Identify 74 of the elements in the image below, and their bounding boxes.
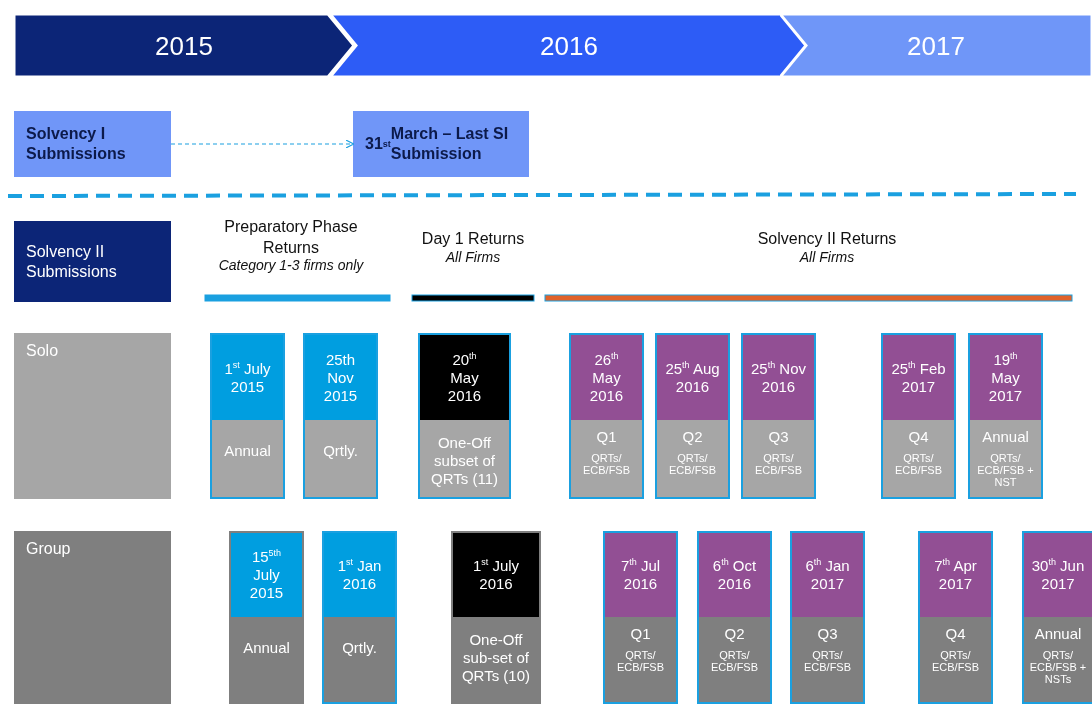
date-card: [322, 531, 397, 704]
return-scope-text: QRTs/ ECB/FSB: [802, 649, 853, 673]
date-card: [697, 531, 772, 704]
date-header: 1$^{st}$ Jan 2016: [324, 533, 395, 617]
phase-heading: Day 1 Returns: [420, 229, 526, 249]
date-card: [881, 333, 956, 499]
year-banner: [780, 14, 1092, 77]
return-type-text: Qrtly.: [341, 639, 378, 657]
return-type-text: Q3: [768, 428, 789, 446]
row-header-box: Solo: [14, 333, 171, 499]
return-type-text: Q2: [682, 428, 703, 446]
return-type-text: Annual: [242, 639, 291, 657]
return-scope-text: QRTs/ ECB/FSB: [753, 452, 804, 476]
return-type-text: One-Off sub-set of QRTs (10): [460, 631, 532, 685]
date-header: 6$^{th}$ Oct 2016: [699, 533, 770, 617]
date-header: 25$^{th}$ Nov 2016: [743, 335, 814, 420]
date-card: [569, 333, 644, 499]
date-card: [210, 333, 285, 499]
date-header: 19$^{th}$ May 2017: [970, 335, 1041, 420]
date-header: 25$^{th}$ Feb 2017: [883, 335, 954, 420]
date-header: 20$^{th}$ May 2016: [420, 335, 509, 420]
date-card: [451, 531, 541, 704]
date-card: [655, 333, 730, 499]
return-type-text: Annual: [1034, 625, 1082, 643]
phase-heading: Solvency II Returns: [756, 229, 898, 249]
return-scope-text: QRTs/ ECB/FSB: [615, 649, 666, 673]
phase-heading: Preparatory Phase Returns: [223, 217, 359, 258]
section-box: Solvency II Submissions: [14, 221, 171, 302]
return-type-text: One-Off subset of QRTs (11): [430, 434, 499, 488]
return-scope-text: QRTs/ ECB/FSB: [709, 649, 760, 673]
date-header: 6$^{th}$ Jan 2017: [792, 533, 863, 617]
return-type-text: Qrtly.: [322, 442, 359, 460]
return-type-text: Annual: [982, 428, 1029, 446]
return-type-text: Q1: [630, 625, 651, 643]
date-header: 25th Nov 2015: [305, 335, 376, 420]
return-type-text: Q2: [724, 625, 745, 643]
date-card: [790, 531, 865, 704]
date-header: 1$^{st}$ July 2015: [212, 335, 283, 420]
return-type-text: Q4: [945, 625, 966, 643]
submission-box: Solvency I Submissions: [14, 111, 171, 177]
date-header: 1$^{st}$ July 2016: [453, 533, 539, 617]
phase-subheading: All Firms: [444, 249, 502, 265]
date-header: 15$^{5th}$ July 2015: [231, 533, 302, 617]
date-header: 25$^{th}$ Aug 2016: [657, 335, 728, 420]
date-card: [418, 333, 511, 499]
return-scope-text: QRTs/ ECB/FSB: [581, 452, 632, 476]
arrow: [170, 139, 355, 149]
year-label: 2015: [154, 30, 214, 61]
year-label: 2016: [539, 30, 599, 61]
phase-subheading: Category 1-3 firms only: [217, 257, 365, 273]
return-type-text: Annual: [223, 442, 272, 460]
return-type-text: Q3: [817, 625, 838, 643]
date-card: [229, 531, 304, 704]
year-banner: [14, 14, 354, 77]
row-header-box: Group: [14, 531, 171, 704]
date-header: 7$^{th}$ Jul 2016: [605, 533, 676, 617]
return-scope-text: QRTs/ ECB/FSB + NSTs: [1028, 649, 1088, 685]
date-card: [741, 333, 816, 499]
year-label: 2017: [906, 30, 966, 61]
date-header: 26$^{th}$ May 2016: [571, 335, 642, 420]
date-card: [1022, 531, 1092, 704]
return-type-text: Q1: [596, 428, 617, 446]
return-scope-text: QRTs/ ECB/FSB: [667, 452, 718, 476]
date-card: [918, 531, 993, 704]
date-header: 30$^{th}$ Jun 2017: [1024, 533, 1092, 617]
date-header: 7$^{th}$ Apr 2017: [920, 533, 991, 617]
return-scope-text: QRTs/ ECB/FSB: [893, 452, 944, 476]
return-scope-text: QRTs/ ECB/FSB: [930, 649, 981, 673]
date-card: [968, 333, 1043, 499]
date-card: [603, 531, 678, 704]
return-scope-text: QRTs/ ECB/FSB + NST: [976, 452, 1035, 488]
phase-subheading: All Firms: [798, 249, 856, 265]
date-card: [303, 333, 378, 499]
return-type-text: Q4: [908, 428, 929, 446]
